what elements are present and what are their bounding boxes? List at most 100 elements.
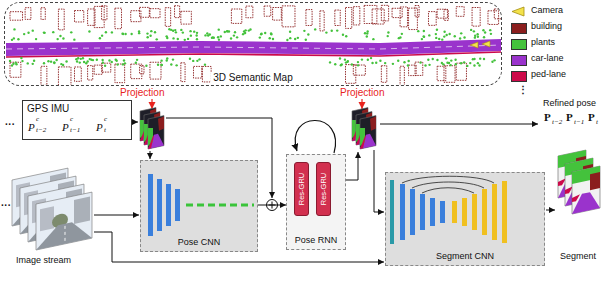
- building-points: [75, 11, 84, 22]
- plant-points: [198, 58, 200, 60]
- legend-text: ped-lane: [531, 70, 566, 80]
- building-points: [102, 63, 111, 72]
- plant-points: [43, 62, 45, 64]
- gru-label: Res-GRU: [319, 173, 327, 206]
- plant-points: [351, 63, 353, 65]
- building-points: [494, 9, 501, 19]
- plant-points: [85, 62, 87, 64]
- plant-points: [334, 63, 336, 65]
- plant-points: [122, 63, 124, 65]
- plant-points: [438, 38, 440, 40]
- data-wire: [94, 232, 384, 262]
- plant-points: [82, 57, 84, 59]
- plant-points: [218, 28, 220, 30]
- plant-points: [407, 60, 409, 62]
- plant-points: [446, 62, 448, 64]
- building-points: [400, 66, 404, 85]
- building-points: [437, 9, 447, 18]
- output-label: Refined pose: [543, 99, 596, 109]
- plant-points: [357, 64, 359, 66]
- building-points: [175, 6, 180, 18]
- segment-layers: [482, 189, 487, 235]
- building-points: [264, 6, 271, 16]
- plant-points: [172, 58, 174, 60]
- plant-points: [76, 60, 78, 62]
- building-points: [10, 62, 21, 77]
- plant-points: [264, 32, 266, 34]
- plant-points: [9, 60, 11, 62]
- plant-points: [70, 31, 72, 33]
- segment-layers: [390, 176, 507, 244]
- plant-points: [423, 35, 425, 37]
- plant-points: [101, 34, 103, 36]
- pose-symbol: P: [566, 111, 573, 123]
- segment-layers: [410, 189, 415, 235]
- plant-points: [195, 34, 197, 36]
- data-wire: [380, 124, 538, 125]
- network-fill: [140, 160, 258, 252]
- plant-points: [347, 60, 349, 62]
- plant-points: [138, 30, 140, 32]
- plant-points: [427, 59, 429, 61]
- recurrent-loop: [295, 120, 335, 153]
- network-fill: [286, 154, 346, 250]
- plant-points: [398, 37, 400, 39]
- network-fill: [385, 172, 545, 266]
- plant-points: [407, 64, 409, 66]
- gru-label: Res-GRU: [297, 173, 305, 206]
- plant-points: [160, 64, 162, 66]
- building-points: [181, 11, 192, 24]
- plant-points: [77, 57, 79, 59]
- building-points: [41, 66, 47, 85]
- pose-subscript: t: [104, 127, 106, 135]
- cnn-layers: [157, 179, 162, 231]
- building-points: [193, 66, 201, 78]
- map-region: 3D Semantic Map: [4, 2, 502, 86]
- plant-points: [289, 31, 291, 33]
- plant-points: [130, 33, 132, 35]
- connector: [258, 205, 286, 206]
- camera-icon: [512, 7, 524, 16]
- pose-symbol: P: [28, 121, 35, 133]
- plant-points: [454, 35, 456, 37]
- legend-swatch: [511, 23, 527, 34]
- building-points: [41, 8, 45, 20]
- plant-points: [111, 61, 113, 63]
- segment-layers: [402, 176, 494, 193]
- plant-points: [35, 38, 37, 40]
- segment-layers: [422, 188, 474, 193]
- pose-superscript: c: [36, 116, 39, 124]
- image-stream: [36, 192, 92, 250]
- building-points: [392, 8, 402, 17]
- building-points: [381, 66, 386, 83]
- plant-points: [436, 29, 438, 31]
- plant-points: [286, 39, 288, 41]
- building-points: [437, 66, 446, 80]
- pose-superscript: c: [70, 116, 73, 124]
- plant-points: [53, 62, 55, 64]
- projected-image: [140, 108, 164, 149]
- plant-points: [460, 32, 462, 34]
- plant-points: [243, 30, 245, 32]
- plant-points: [443, 35, 445, 37]
- plant-points: [397, 60, 399, 62]
- plant-points: [473, 64, 475, 66]
- plant-points: [297, 37, 299, 39]
- projected-image: [352, 108, 376, 149]
- building-points: [415, 62, 423, 75]
- plant-points: [463, 61, 465, 63]
- plant-points: [102, 61, 104, 63]
- pose-symbol: P: [588, 111, 595, 123]
- plant-points: [345, 61, 347, 63]
- map-title: 3D Semantic Map: [210, 72, 295, 83]
- fc-layers: [186, 204, 254, 207]
- plant-points: [156, 38, 158, 40]
- plant-points: [157, 64, 159, 66]
- building-points: [246, 6, 253, 18]
- image-stream: [12, 168, 92, 250]
- plant-points: [478, 64, 480, 66]
- plant-points: [445, 57, 447, 59]
- plant-points: [88, 30, 90, 32]
- plant-points: [342, 34, 344, 36]
- plant-points: [384, 62, 386, 64]
